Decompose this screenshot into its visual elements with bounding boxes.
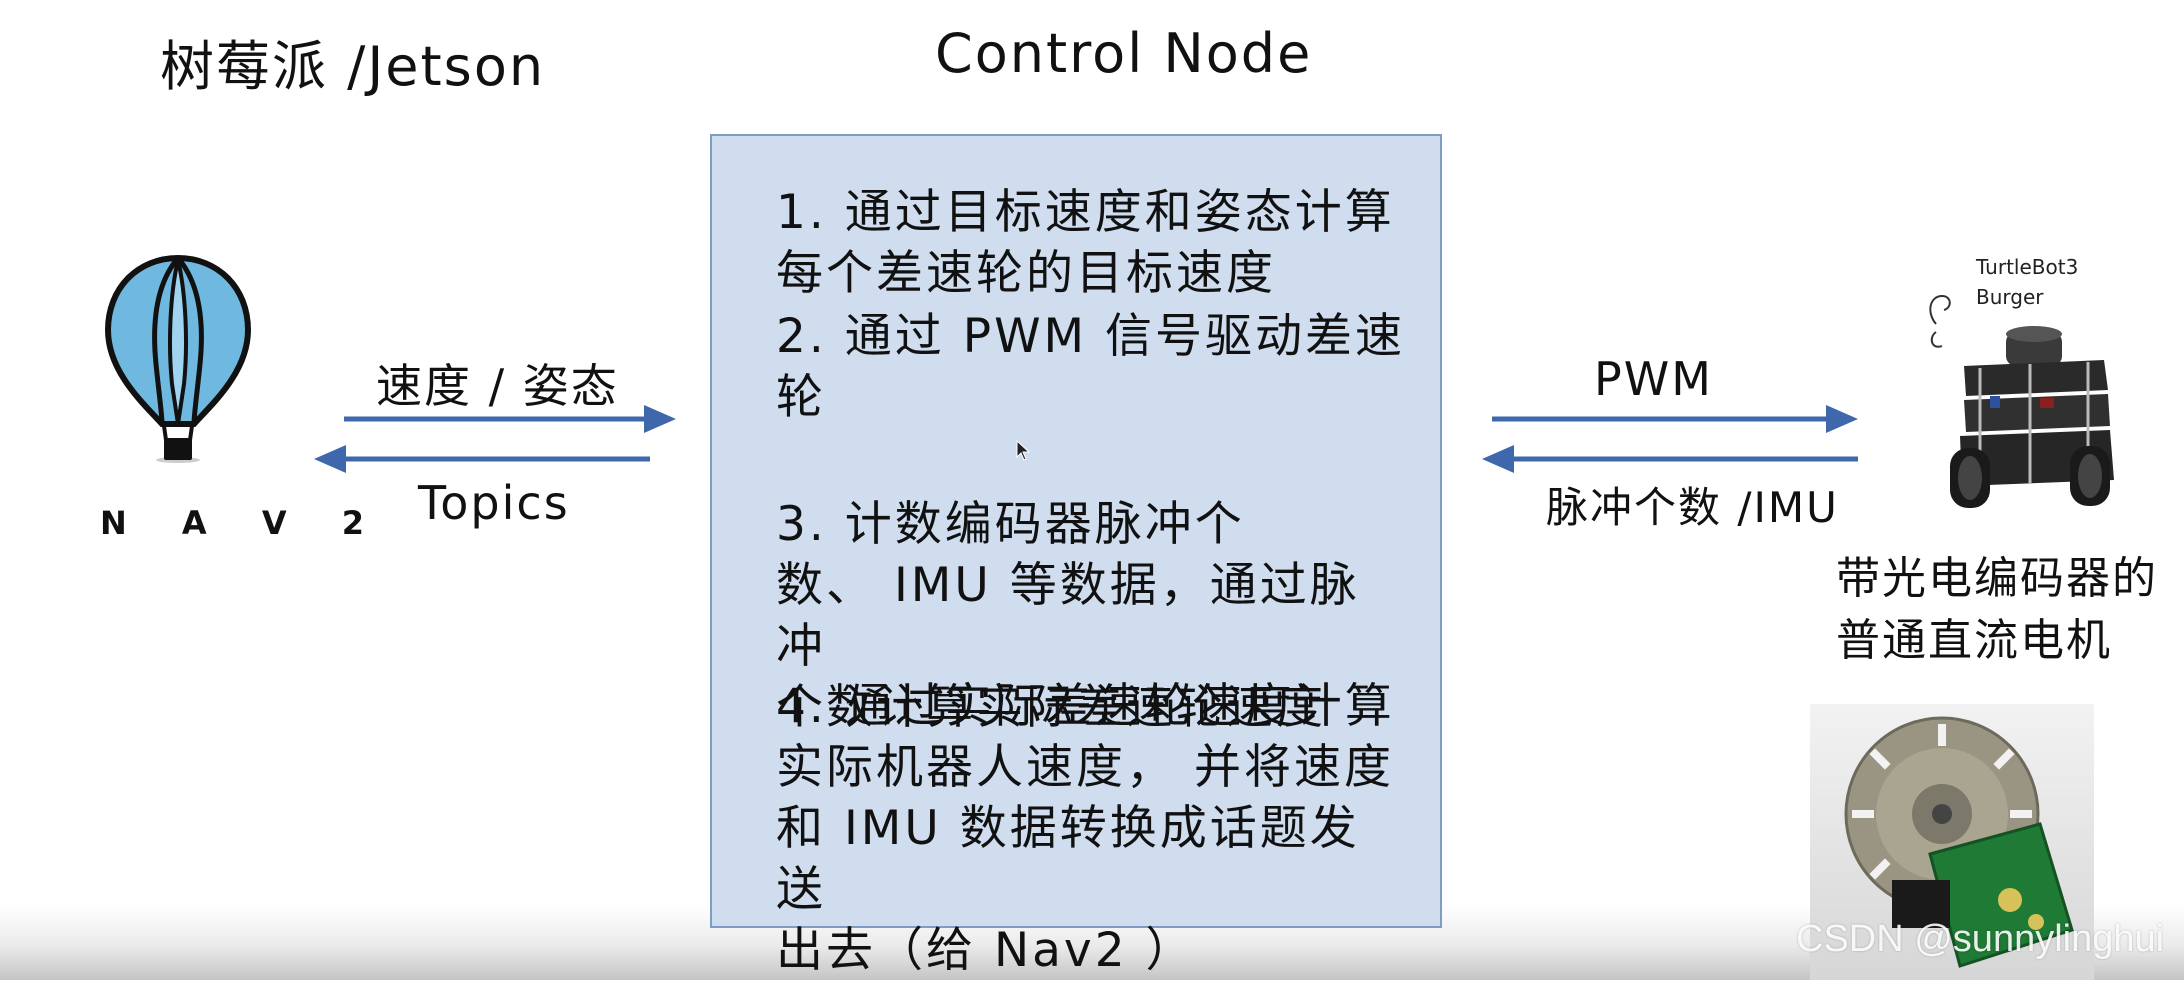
- pwm-label: PWM: [1594, 352, 1713, 406]
- arrow-to-nav2: [314, 445, 650, 473]
- topics-label: Topics: [418, 476, 570, 530]
- dc-motor-caption: 带光电编码器的 普通直流电机: [1836, 548, 2158, 672]
- pulse-count-imu-label: 脉冲个数 /IMU: [1546, 474, 1839, 535]
- control-step-4: 4. 通过实际差速轮速度计算 实际机器人速度， 并将速度 和 IMU 数据转换成…: [776, 676, 1406, 981]
- arrow-to-control-node-feedback: [1482, 445, 1858, 473]
- csdn-watermark: CSDN @sunnylinghui: [1796, 918, 2164, 961]
- arrow-to-robot: [1492, 405, 1858, 433]
- control-step-2: 2. 通过 PWM 信号驱动差速 轮: [776, 306, 1406, 428]
- turtlebot3-burger-note: TurtleBot3 Burger: [1976, 252, 2078, 312]
- speed-pose-label: 速度 / 姿态: [376, 350, 619, 416]
- control-step-1: 1. 通过目标速度和姿态计算 每个差速轮的目标速度: [776, 182, 1406, 304]
- control-node-box: 1. 通过目标速度和姿态计算 每个差速轮的目标速度 2. 通过 PWM 信号驱动…: [710, 134, 1442, 928]
- mouse-cursor-icon: [1016, 440, 1032, 462]
